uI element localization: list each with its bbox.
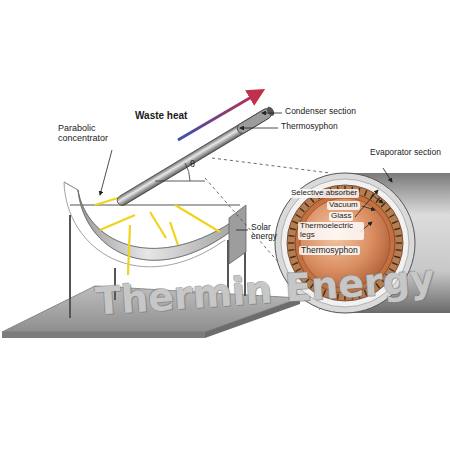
thermoelectric-leg [296,215,301,218]
thermoelectric-leg [392,221,398,223]
thermoelectric-leg [396,242,402,243]
thermoelectric-leg [290,256,296,258]
thermoelectric-leg [396,235,402,237]
thermoelectric-leg [288,242,294,243]
thermoelectric-leg [288,235,294,237]
thermoelectric-leg [292,263,298,265]
thermoelectric-leg [396,249,402,251]
part-label: Selective absorber [289,189,359,198]
angle-symbol: θ [190,160,195,170]
thermoelectric-leg [394,228,400,230]
thermoelectric-leg [381,203,385,207]
thermoelectric-leg [310,198,314,203]
flow-label: Waste heat [135,110,187,121]
part-label: Parabolic concentrator [58,124,136,144]
part-label: Vacuum [327,201,360,210]
thermoelectric-leg [389,215,394,218]
part-label: Thermosyphon [299,246,360,255]
part-label: Glass [329,212,353,221]
thermoelectric-leg [290,228,296,230]
part-label: Condenser section [285,107,356,116]
part-label: Solar energy [251,223,295,242]
part-label: Thermoelectric legs [298,222,364,240]
thermoelectric-leg [385,208,390,212]
thermoelectric-leg [394,256,400,258]
thermoelectric-leg [288,249,294,251]
part-label: Evaporator section [368,148,444,157]
thermoelectric-leg [300,208,305,212]
part-label: Thermosyphon [281,122,338,131]
thermoelectric-leg [365,190,367,196]
thermoelectric-leg [305,203,309,207]
